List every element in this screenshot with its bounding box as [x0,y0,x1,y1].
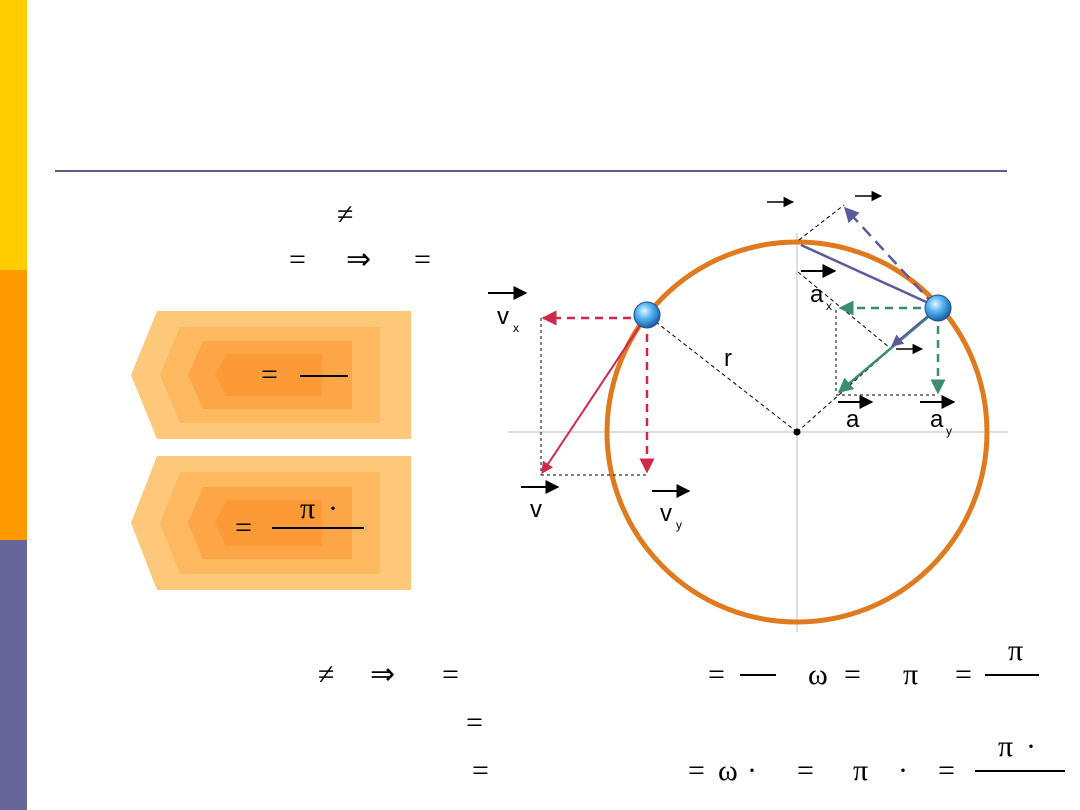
neq-symbol: ≠ [318,658,335,691]
radius-line-left [646,314,798,433]
omega-symbol: ω [808,658,828,691]
pi-symbol: π [853,754,869,787]
eq-symbol: = [466,706,483,739]
pi-symbol: π [300,492,316,525]
label-ax-subscript: x [826,299,832,313]
eq-symbol: = [688,754,705,787]
eq-symbol: = [442,658,459,691]
label-vx: v [497,303,509,330]
implies-symbol: ⇒ [346,243,372,276]
label-ay: a [930,406,944,433]
dot-symbol: · [898,754,908,787]
side-bar-orange [0,270,27,540]
trajectory-circle [604,239,990,625]
eq-symbol: = [844,658,861,691]
label-vy-subscript: y [676,518,682,532]
ball-icon [924,294,952,322]
force-line [800,243,936,308]
eq-symbol: = [414,243,431,276]
eq-symbol: = [708,658,725,691]
ball-icon [633,301,661,329]
side-bar-yellow [0,0,27,270]
label-a: a [846,406,860,433]
label-ay-subscript: y [946,424,952,438]
label-r: r [724,345,732,372]
label-vy: v [660,500,672,527]
dot-symbol: · [747,754,757,787]
formula-box-1 [131,311,411,439]
eq-symbol: = [472,754,489,787]
eq-symbol: = [261,358,278,391]
pi-symbol: π [998,730,1014,763]
implies-symbol: ⇒ [370,658,396,691]
force-dashed-arrow [843,206,936,307]
eq-symbol: = [235,511,252,544]
dot-symbol: · [328,492,338,525]
v-arrow [541,317,646,474]
pi-symbol: π [1008,634,1024,667]
fraction-bar [740,674,776,676]
fraction-bar [985,674,1039,676]
dot-symbol: · [1026,730,1036,763]
neq-symbol: ≠ [337,198,354,231]
eq-symbol: = [938,754,955,787]
eq-symbol: = [955,658,972,691]
formula-box-2 [131,456,411,590]
label-ax: a [810,281,824,308]
eq-symbol: = [797,754,814,787]
omega-symbol: ω [718,754,738,787]
side-bar-purple [0,540,27,810]
fraction-bar [300,375,348,377]
force-helper-line [798,204,845,241]
label-vx-subscript: x [513,321,519,335]
label-v: v [530,496,542,523]
fraction-bar [272,527,364,529]
eq-symbol: = [289,243,306,276]
title-rule [55,170,1007,172]
pi-symbol: π [903,658,919,691]
fraction-bar [975,770,1065,772]
